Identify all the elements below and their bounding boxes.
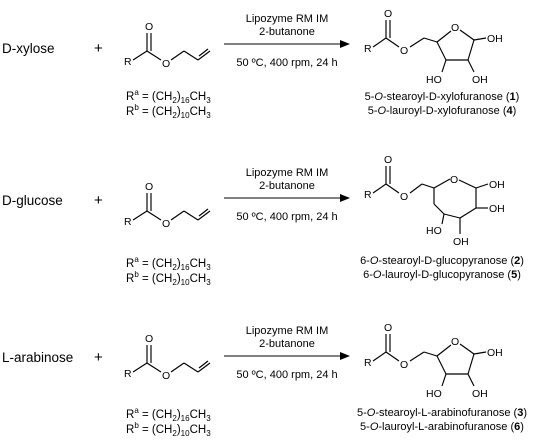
r-definition-lauroyl: Rb = (CH2)10CH3 [126, 421, 211, 439]
sugar-label: -arabinose [9, 350, 74, 365]
r-definition-lauroyl: Rb = (CH2)10CH3 [126, 270, 211, 288]
atom-label-o: O [162, 370, 170, 382]
atom-label-ho: HO [426, 74, 442, 86]
config-prefix: D [2, 41, 12, 56]
sugar-label: -xylose [11, 41, 55, 56]
atom-label-o: O [451, 22, 459, 34]
product-name-4: 5-O-lauroyl-D-xylofuranose (4) [367, 105, 517, 117]
atom-label-o: O [162, 58, 170, 70]
conditions-label: 50 ºC, 400 rpm, 24 h [236, 211, 338, 223]
product-structure-arabinofuranose: R O O O OH OH HO [364, 322, 503, 400]
r-definition-stearoyl: Ra = (CH2)16CH3 [126, 406, 211, 424]
product-name-6: 5-O-lauroyl-L-arabinofuranose (6) [360, 421, 524, 433]
vinyl-ester-structure-3: R O O [124, 333, 211, 382]
product-structure-glucopyranose: R O O O OH OH OH HO [364, 154, 505, 248]
atom-label-r: R [364, 189, 372, 201]
reaction-arrow [224, 352, 350, 360]
atom-label-oh: OH [487, 347, 503, 359]
atom-label-r: R [124, 56, 132, 68]
atom-label-r: R [124, 216, 132, 228]
product-name-5: 6-O-lauroyl-D-glucopyranose (5) [363, 269, 521, 281]
atom-label-o: O [145, 21, 153, 33]
product-name-1: 5-O-stearoyl-D-xylofuranose (1) [364, 91, 520, 103]
sugar-name-glucose: D-glucose [2, 194, 63, 208]
atom-label-ho: HO [426, 388, 442, 400]
atom-label-o: O [145, 181, 153, 193]
r-definition-lauroyl: Rb = (CH2)10CH3 [126, 103, 211, 121]
sugar-name-xylose: D-xylose [2, 42, 55, 56]
catalyst-label: Lipozyme RM IM [245, 167, 329, 179]
vinyl-ester-structure-2: R O O [124, 181, 211, 230]
r-definition-stearoyl: Ra = (CH2)16CH3 [126, 88, 211, 106]
atom-label-r: R [364, 43, 372, 55]
atom-label-o: O [451, 336, 459, 348]
r-definition-stearoyl: Ra = (CH2)16CH3 [126, 255, 211, 273]
product-name-3: 5-O-stearoyl-L-arabinofuranose (3) [357, 407, 527, 419]
atom-label-o: O [450, 174, 458, 186]
atom-label-o: O [400, 45, 408, 57]
atom-label-r: R [364, 357, 372, 369]
plus-sign: + [94, 192, 103, 209]
atom-label-oh: OH [472, 388, 488, 400]
plus-sign: + [94, 349, 103, 366]
atom-label-o: O [384, 154, 392, 166]
solvent-label: 2-butanone [259, 338, 315, 350]
catalyst-label: Lipozyme RM IM [245, 325, 329, 337]
solvent-label: 2-butanone [259, 26, 315, 38]
atom-label-o: O [400, 191, 408, 203]
sugar-label: -glucose [11, 193, 63, 208]
atom-label-o: O [145, 333, 153, 345]
sugar-name-arabinose: L-arabinose [2, 351, 73, 365]
solvent-label: 2-butanone [259, 180, 315, 192]
config-prefix: D [2, 193, 12, 208]
atom-label-oh: OH [487, 33, 503, 45]
conditions-label: 50 ºC, 400 rpm, 24 h [236, 57, 338, 69]
reaction-arrow [224, 194, 350, 202]
atom-label-oh: OH [453, 236, 469, 248]
atom-label-oh: OH [489, 179, 505, 191]
atom-label-o: O [162, 218, 170, 230]
plus-sign: + [94, 40, 103, 57]
product-structure-xylofuranose: R O O O OH OH HO [364, 8, 503, 86]
conditions-label: 50 ºC, 400 rpm, 24 h [236, 369, 338, 381]
reaction-arrow [224, 40, 350, 48]
catalyst-label: Lipozyme RM IM [245, 13, 329, 25]
atom-label-r: R [124, 368, 132, 380]
atom-label-ho: HO [426, 225, 442, 237]
atom-label-oh: OH [472, 74, 488, 86]
product-name-2: 6-O-stearoyl-D-glucopyranose (2) [360, 255, 524, 267]
config-prefix: L [2, 350, 10, 365]
atom-label-o: O [384, 8, 392, 20]
atom-label-o: O [384, 322, 392, 334]
vinyl-ester-structure-1: R O O [124, 21, 211, 70]
atom-label-oh: OH [489, 203, 505, 215]
atom-label-o: O [400, 359, 408, 371]
